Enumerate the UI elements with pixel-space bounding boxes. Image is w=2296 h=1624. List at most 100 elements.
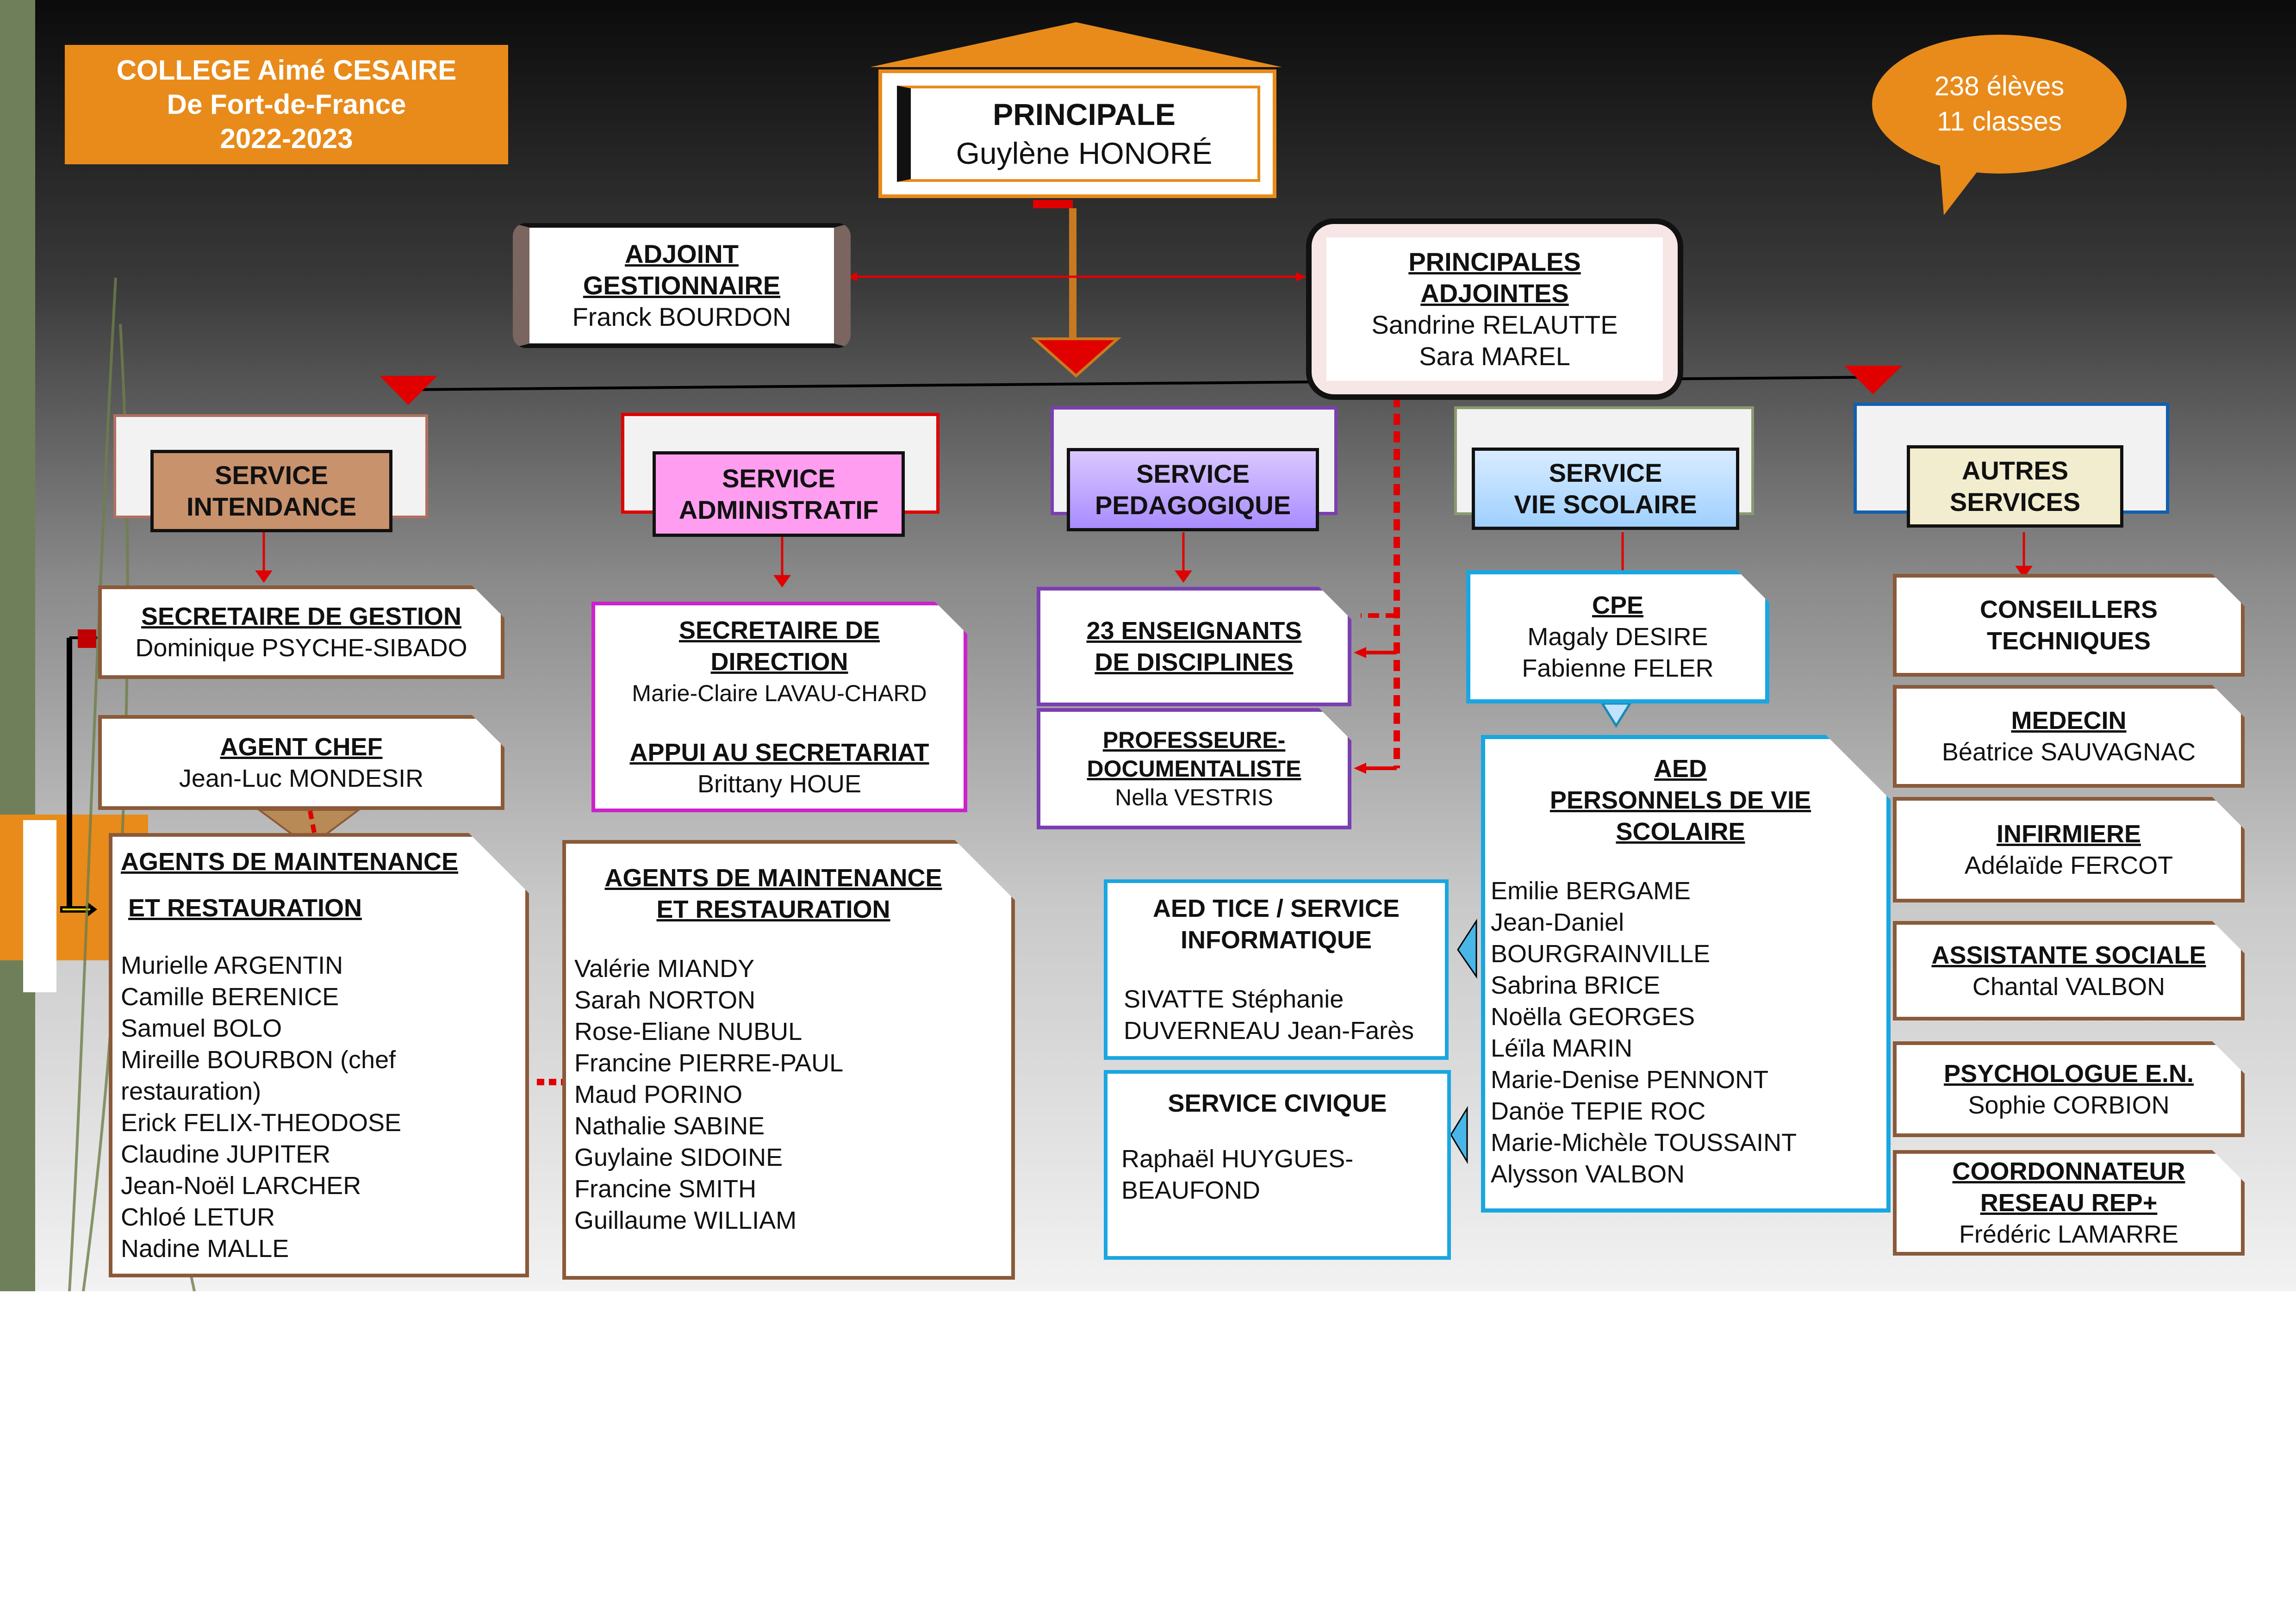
agents-intendance-box: AGENTS DE MAINTENANCE ET RESTAURATION Mu…: [109, 833, 529, 1277]
agent-name: Francine SMITH: [574, 1175, 757, 1203]
aed-name: Marie-Denise PENNONT: [1491, 1066, 1769, 1094]
cpe-name2: Fabienne FELER: [1522, 654, 1714, 682]
service-intendance-line1: SERVICE: [215, 460, 328, 490]
service-vie-scolaire-line2: VIE SCOLAIRE: [1514, 490, 1697, 519]
aed-name: Léïla MARIN: [1491, 1034, 1633, 1062]
assistante-name: Chantal VALBON: [1972, 972, 2165, 1001]
principale-title: PRINCIPALE: [993, 97, 1176, 131]
agents-intendance-title2: ET RESTAURATION: [128, 894, 362, 922]
service-civique-title: SERVICE CIVIQUE: [1168, 1089, 1387, 1117]
left-accent-bar: [0, 0, 35, 1291]
college-line2: De Fort-de-France: [167, 89, 406, 120]
agent-chef-box: AGENT CHEF Jean-Luc MONDESIR: [98, 715, 504, 810]
aed-title1: AED: [1654, 755, 1707, 783]
service-intendance: SERVICE INTENDANCE: [150, 450, 392, 532]
agent-chef-name: Jean-Luc MONDESIR: [179, 764, 424, 792]
agent-name: Claudine JUPITER: [121, 1140, 331, 1168]
adjoint-name: Franck BOURDON: [572, 302, 791, 331]
adjointes-name1: Sandrine RELAUTTE: [1371, 310, 1618, 339]
service-civique-box: SERVICE CIVIQUE Raphaël HUYGUES- BEAUFON…: [1104, 1070, 1451, 1260]
secretaire-direction-title2: DIRECTION: [710, 647, 848, 676]
aed-tice-box: AED TICE / SERVICE INFORMATIQUE SIVATTE …: [1104, 879, 1449, 1060]
service-pedagogique-line2: PEDAGOGIQUE: [1095, 491, 1291, 520]
aed-name: Noëlla GEORGES: [1491, 1003, 1695, 1031]
roof-shape: [870, 22, 1282, 67]
agents-administratif-box: AGENTS DE MAINTENANCE ET RESTAURATION Va…: [562, 840, 1015, 1280]
service-civique-name1: Raphaël HUYGUES-: [1121, 1145, 1354, 1173]
agents-administratif-title1: AGENTS DE MAINTENANCE: [604, 864, 942, 892]
service-administratif-line2: ADMINISTRATIF: [678, 495, 879, 524]
agent-name: Samuel BOLO: [121, 1014, 282, 1042]
principale-box: PRINCIPALE Guylène HONORÉ: [897, 86, 1260, 182]
aed-name: Alysson VALBON: [1491, 1160, 1685, 1188]
agent-name: Nathalie SABINE: [574, 1112, 765, 1140]
principal-bar: [1033, 200, 1073, 208]
agent-name: Guillaume WILLIAM: [574, 1207, 797, 1234]
left-down-triangle: [380, 376, 437, 405]
service-civique-name2: BEAUFOND: [1121, 1176, 1261, 1204]
conseillers-line1: CONSEILLERS: [1979, 596, 2158, 623]
conseillers-box: CONSEILLERS TECHNIQUES: [1893, 574, 2245, 677]
principal-down-triangle: [1031, 337, 1121, 378]
arrow-right-head: [1296, 272, 1306, 281]
assistante-title: ASSISTANTE SOCIALE: [1931, 941, 2206, 969]
agent-name: Valérie MIANDY: [574, 955, 755, 983]
adjoint-gestionnaire-box: ADJOINT GESTIONNAIRE Franck BOURDON: [513, 223, 851, 348]
service-pedagogique-line1: SERVICE: [1136, 459, 1250, 488]
college-header: COLLEGE Aimé CESAIRE De Fort-de-France 2…: [65, 45, 508, 164]
conseillers-line2: TECHNIQUES: [1986, 627, 2151, 655]
agent-name: Maud PORINO: [574, 1081, 743, 1108]
documentaliste-title2: DOCUMENTALISTE: [1087, 756, 1301, 782]
enseignants-box: 23 ENSEIGNANTS DE DISCIPLINES: [1037, 587, 1351, 706]
service-administratif-line1: SERVICE: [722, 463, 835, 493]
infirmiere-name: Adélaïde FERCOT: [1964, 852, 2173, 879]
agent-name: Camille BERENICE: [121, 983, 339, 1011]
agent-name: Nadine MALLE: [121, 1235, 289, 1263]
adjointes-name2: Sara MAREL: [1419, 341, 1570, 371]
stats-line2: 11 classes: [1937, 106, 2062, 137]
cpe-title: CPE: [1592, 591, 1644, 619]
secretaire-direction-title1: SECRETAIRE DE: [678, 616, 880, 644]
principales-adjointes-box: PRINCIPALES ADJOINTES Sandrine RELAUTTE …: [1306, 218, 1683, 400]
aed-vie-scolaire-box: AED PERSONNELS DE VIE SCOLAIRE Emilie BE…: [1481, 735, 1891, 1213]
autres-services-line1: AUTRES: [1961, 456, 2069, 485]
secretaire-direction-box: SECRETAIRE DE DIRECTION Marie-Claire LAV…: [591, 602, 967, 812]
agent-name: Mireille BOURBON (chef: [121, 1046, 396, 1074]
coordonnateur-name: Frédéric LAMARRE: [1959, 1220, 2179, 1248]
enseignants-line2: DE DISCIPLINES: [1095, 648, 1294, 676]
secretaire-direction-name: Marie-Claire LAVAU-CHARD: [632, 680, 927, 706]
infirmiere-box: INFIRMIERE Adélaïde FERCOT: [1893, 797, 2245, 902]
appui-title: APPUI AU SECRETARIAT: [629, 738, 929, 766]
service-administratif: SERVICE ADMINISTRATIF: [653, 451, 905, 537]
adjoint-title2: GESTIONNAIRE: [583, 271, 781, 300]
agent-name: Rose-Eliane NUBUL: [574, 1018, 803, 1045]
secretaire-gestion-name: Dominique PSYCHE-SIBADO: [135, 634, 467, 662]
secretaire-gestion-title: SECRETAIRE DE GESTION: [141, 603, 462, 630]
agent-chef-title: AGENT CHEF: [220, 733, 383, 761]
college-line1: COLLEGE Aimé CESAIRE: [116, 55, 457, 86]
documentaliste-name: Nella VESTRIS: [1115, 784, 1273, 810]
enseignants-line1: 23 ENSEIGNANTS: [1086, 617, 1302, 645]
agent-name: Chloé LETUR: [121, 1203, 275, 1231]
documentaliste-box: PROFESSEURE- DOCUMENTALISTE Nella VESTRI…: [1037, 708, 1351, 829]
white-accent-slot: [23, 820, 56, 992]
agent-name: Jean-Noël LARCHER: [121, 1172, 361, 1200]
adjointes-title2: ADJOINTES: [1420, 278, 1569, 308]
adjoint-title1: ADJOINT: [625, 239, 739, 268]
right-down-triangle: [1844, 366, 1902, 394]
documentaliste-title1: PROFESSEURE-: [1102, 727, 1286, 753]
stats-line1: 238 élèves: [1934, 71, 2065, 101]
psychologue-title: PSYCHOLOGUE E.N.: [1943, 1059, 2194, 1088]
agent-name: Sarah NORTON: [574, 986, 756, 1014]
adjointes-title1: PRINCIPALES: [1408, 247, 1581, 276]
psychologue-name: Sophie CORBION: [1968, 1091, 2170, 1119]
service-intendance-line2: INTENDANCE: [186, 492, 357, 521]
medecin-box: MEDECIN Béatrice SAUVAGNAC: [1893, 685, 2245, 788]
agent-name: Guylaine SIDOINE: [574, 1144, 783, 1171]
aed-tice-name2: DUVERNEAU Jean-Farès: [1124, 1017, 1414, 1045]
service-pedagogique: SERVICE PEDAGOGIQUE: [1067, 448, 1319, 531]
arrow-left-head: [847, 272, 857, 281]
agent-chef-triangle: [256, 809, 362, 848]
aed-title3: SCOLAIRE: [1616, 818, 1745, 846]
agent-name: Francine PIERRE-PAUL: [574, 1049, 844, 1077]
